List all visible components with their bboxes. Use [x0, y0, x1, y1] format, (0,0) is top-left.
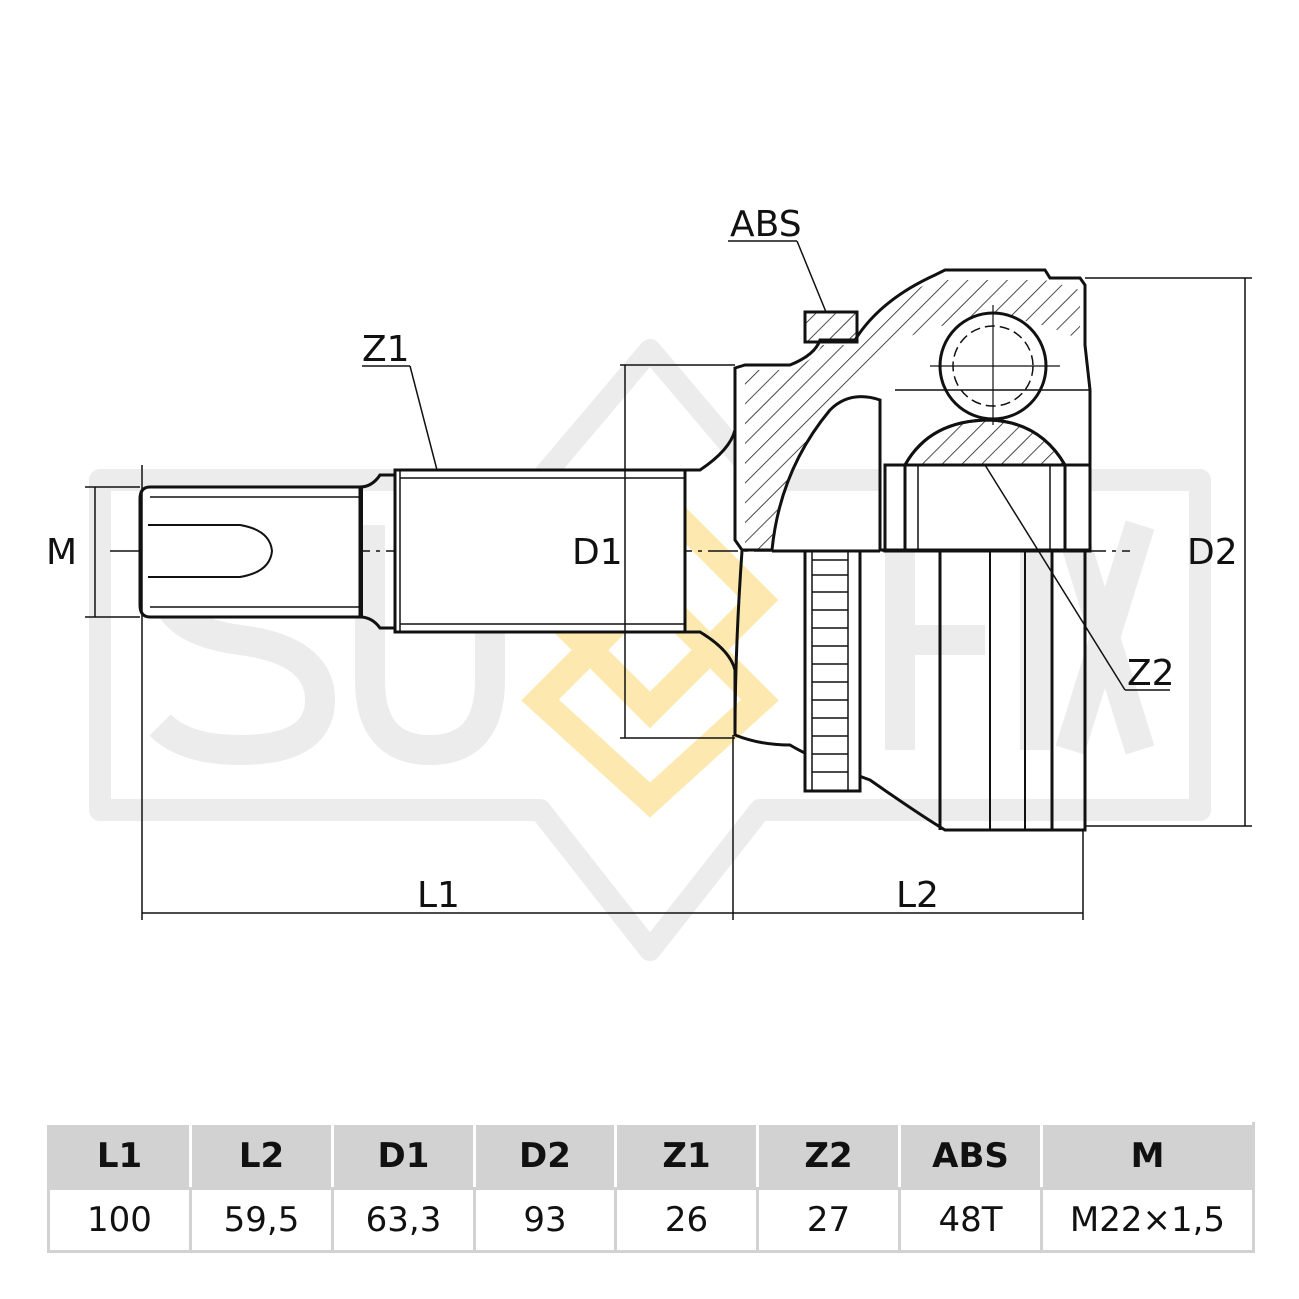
part-outline [110, 268, 1130, 832]
value-abs: 48T [898, 1187, 1043, 1253]
label-l1: L1 [417, 875, 460, 916]
label-m: M [46, 532, 77, 573]
thread-stub [138, 485, 362, 619]
value-d2: 93 [473, 1187, 617, 1253]
splined-shaft [393, 468, 687, 634]
value-z2: 27 [756, 1187, 901, 1253]
value-m: M22×1,5 [1040, 1187, 1255, 1253]
label-abs: ABS [730, 204, 802, 245]
abs-teeth [811, 551, 849, 791]
value-l2: 59,5 [189, 1187, 334, 1253]
table-row: 100 59,5 63,3 93 26 27 48T M22×1,5 [47, 1187, 1255, 1253]
header-l2: L2 [189, 1122, 334, 1190]
value-z1: 26 [614, 1187, 759, 1253]
abs-ring [803, 549, 862, 793]
header-l1: L1 [47, 1122, 192, 1190]
value-l1: 100 [47, 1187, 192, 1253]
label-l2: L2 [896, 875, 939, 916]
spec-table: L1 L2 D1 D2 Z1 Z2 ABS M 100 59,5 63,3 93… [47, 1122, 1255, 1253]
label-z2: Z2 [1127, 653, 1175, 694]
header-d2: D2 [473, 1122, 617, 1190]
header-m: M [1040, 1122, 1255, 1190]
abs-tooth [803, 310, 859, 344]
dimensions [85, 240, 1252, 920]
header-abs: ABS [898, 1122, 1043, 1190]
header-z2: Z2 [756, 1122, 901, 1190]
value-d1: 63,3 [331, 1187, 476, 1253]
header-d1: D1 [331, 1122, 476, 1190]
label-z1: Z1 [362, 329, 410, 370]
label-d2: D2 [1187, 532, 1238, 573]
header-z1: Z1 [614, 1122, 759, 1190]
table-header-row: L1 L2 D1 D2 Z1 Z2 ABS M [47, 1122, 1255, 1190]
label-d1: D1 [572, 532, 623, 573]
